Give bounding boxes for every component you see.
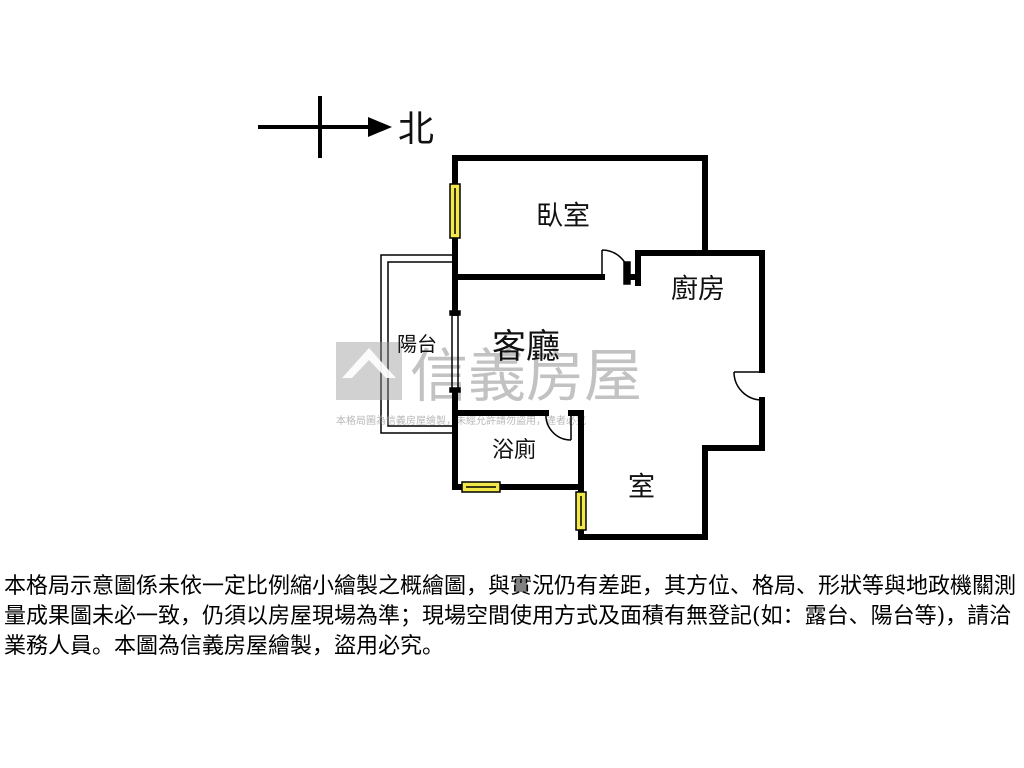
room-label-bathroom: 浴廁	[492, 438, 536, 463]
arrow-head-icon	[368, 117, 392, 137]
windows	[449, 183, 587, 531]
north-arrow: 北	[258, 96, 434, 158]
bedroom-door	[601, 249, 631, 285]
room-label-kitchen: 廚房	[671, 274, 725, 305]
watermark: 信義房屋 本格局圖為信義房屋繪製，未經允許請勿盜用，違者必究	[336, 342, 642, 427]
room-label-bedroom: 臥室	[536, 201, 590, 232]
room-label-living: 客廳	[492, 327, 560, 367]
house-logo-icon	[342, 348, 396, 378]
room-label-balcony: 陽台	[397, 332, 437, 356]
balcony-sliding-door	[449, 310, 461, 393]
balcony-outline	[380, 254, 455, 434]
bathroom-door	[545, 412, 572, 441]
north-label: 北	[398, 109, 434, 150]
floor-plan: 北 信義房屋 本格局圖為信義房屋繪製，未經允許請勿盜用，違者必究	[258, 96, 765, 540]
watermark-brand: 信義房屋	[410, 342, 642, 410]
room-label-bedroom2: 室	[628, 472, 655, 503]
disclaimer-text: 本格局示意圖係未依一定比例縮小繪製之概繪圖，與實況仍有差距，其方位、格局、形狀等…	[4, 574, 1017, 659]
watermark-subtitle: 本格局圖為信義房屋繪製，未經允許請勿盜用，違者必究	[336, 414, 586, 427]
entrance-door	[733, 371, 763, 401]
